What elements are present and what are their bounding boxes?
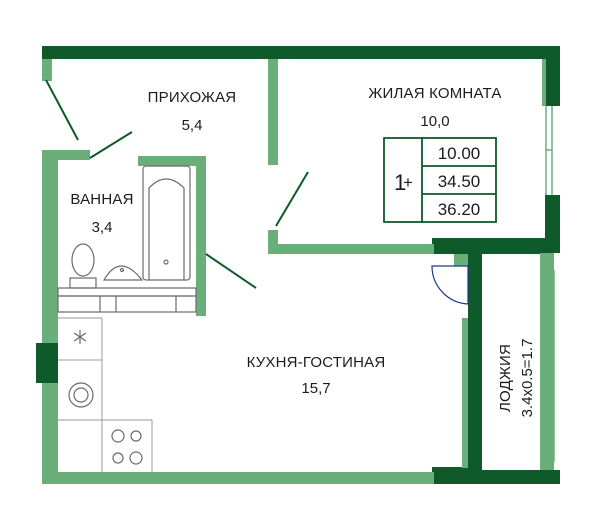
- left-wall-low: [42, 383, 58, 483]
- exterior-walls: [36, 46, 560, 484]
- bath-top-wall-right: [138, 156, 206, 166]
- hallway-area: 5,4: [182, 117, 203, 134]
- left-wall-mid: [42, 150, 58, 343]
- bath-right-wall: [196, 156, 206, 316]
- partition-upper: [268, 59, 278, 165]
- loggia-label: ЛОДЖИЯ: [497, 344, 514, 412]
- left-wall-block: [36, 343, 58, 383]
- bathroom-label: ВАННАЯ: [70, 191, 133, 208]
- doors: [45, 79, 309, 289]
- bathroom-door-leaf: [89, 131, 133, 159]
- window-frame-top: [542, 59, 546, 106]
- living-bottom-wall: [432, 238, 552, 254]
- bath-top-wall-left: [58, 150, 90, 160]
- loggia-door: [431, 265, 469, 305]
- left-wall-top: [42, 59, 52, 81]
- top-wall: [42, 46, 560, 59]
- interior-walls: [42, 59, 554, 484]
- toilet-icon: [69, 243, 97, 289]
- bath-counter: [57, 287, 197, 313]
- kitchen-top-wall: [268, 244, 434, 254]
- loggia-bottom-wall: [468, 470, 560, 484]
- loggia-area: 3.4х0.5=1.7: [519, 339, 536, 418]
- right-wall-upper: [545, 46, 560, 106]
- bottom-wall: [42, 472, 434, 484]
- living-area-value: 10.00: [438, 144, 481, 163]
- rooms-plus: +: [403, 173, 413, 192]
- kitchen-counter: [58, 317, 153, 472]
- kitchen-living-area: 15,7: [301, 380, 330, 397]
- bath-door-leaf: [205, 253, 257, 289]
- area-summary-table: [383, 137, 497, 223]
- snowflake-icon: [73, 330, 87, 344]
- total-area-value: 34.50: [438, 172, 481, 191]
- rooms-count: 1: [394, 170, 406, 195]
- bathtub-icon: [142, 165, 191, 281]
- hallway-label: ПРИХОЖАЯ: [148, 89, 237, 106]
- total-with-loggia-value: 36.20: [438, 200, 481, 219]
- living-door-leaf: [275, 171, 309, 227]
- partition-lower: [268, 230, 278, 250]
- living-room-area: 10,0: [420, 113, 449, 130]
- windows: [545, 106, 555, 462]
- door-jamb: [454, 254, 468, 266]
- loggia-left-wall: [468, 254, 482, 484]
- kitchen-living-label: КУХНЯ-ГОСТИНАЯ: [247, 354, 386, 371]
- bathroom-area: 3,4: [92, 219, 113, 236]
- stove-icon: [111, 429, 143, 465]
- washing-machine-icon: [68, 382, 94, 408]
- bottom-right-block: [432, 467, 472, 484]
- entrance-door-leaf: [45, 79, 79, 141]
- kitchen-right-wall: [462, 318, 468, 468]
- sink-icon: [102, 265, 144, 281]
- living-room-label: ЖИЛАЯ КОМНАТА: [368, 85, 501, 102]
- loggia-right-wall: [540, 253, 554, 470]
